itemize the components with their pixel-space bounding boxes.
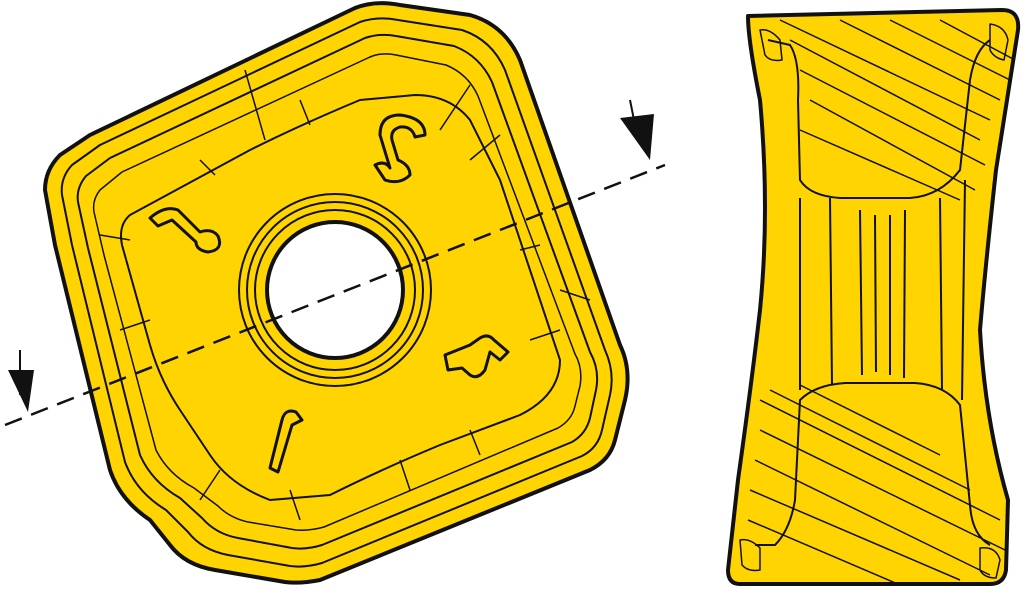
- hole-ring-3: [254, 209, 416, 371]
- top-view: [43, 1, 630, 585]
- hook-mark-3: [443, 334, 510, 379]
- side-view: [726, 8, 1021, 586]
- insert-bevel-ring-2: [76, 33, 599, 550]
- side-body: [726, 8, 1021, 586]
- insert-bevel-ring-1: [60, 17, 613, 568]
- side-hatching: [747, 19, 1016, 584]
- section-line: [4, 99, 666, 427]
- insert-inner-pocket: [120, 94, 561, 501]
- insert-bevel-ring-3: [92, 53, 582, 531]
- side-inner-upper: [767, 39, 991, 199]
- side-channels: [799, 179, 966, 401]
- section-arrow-left-icon: [8, 370, 34, 412]
- side-corner-details: [739, 23, 1009, 579]
- hook-mark-1: [148, 207, 222, 254]
- section-arrow-right-icon: [620, 114, 654, 160]
- hole-ring-2: [246, 201, 424, 379]
- side-inner-lower: [755, 382, 991, 546]
- hook-mark-2: [373, 113, 427, 184]
- hook-mark-4: [268, 409, 304, 474]
- central-hole: [265, 220, 405, 360]
- facet-lines: [99, 69, 591, 521]
